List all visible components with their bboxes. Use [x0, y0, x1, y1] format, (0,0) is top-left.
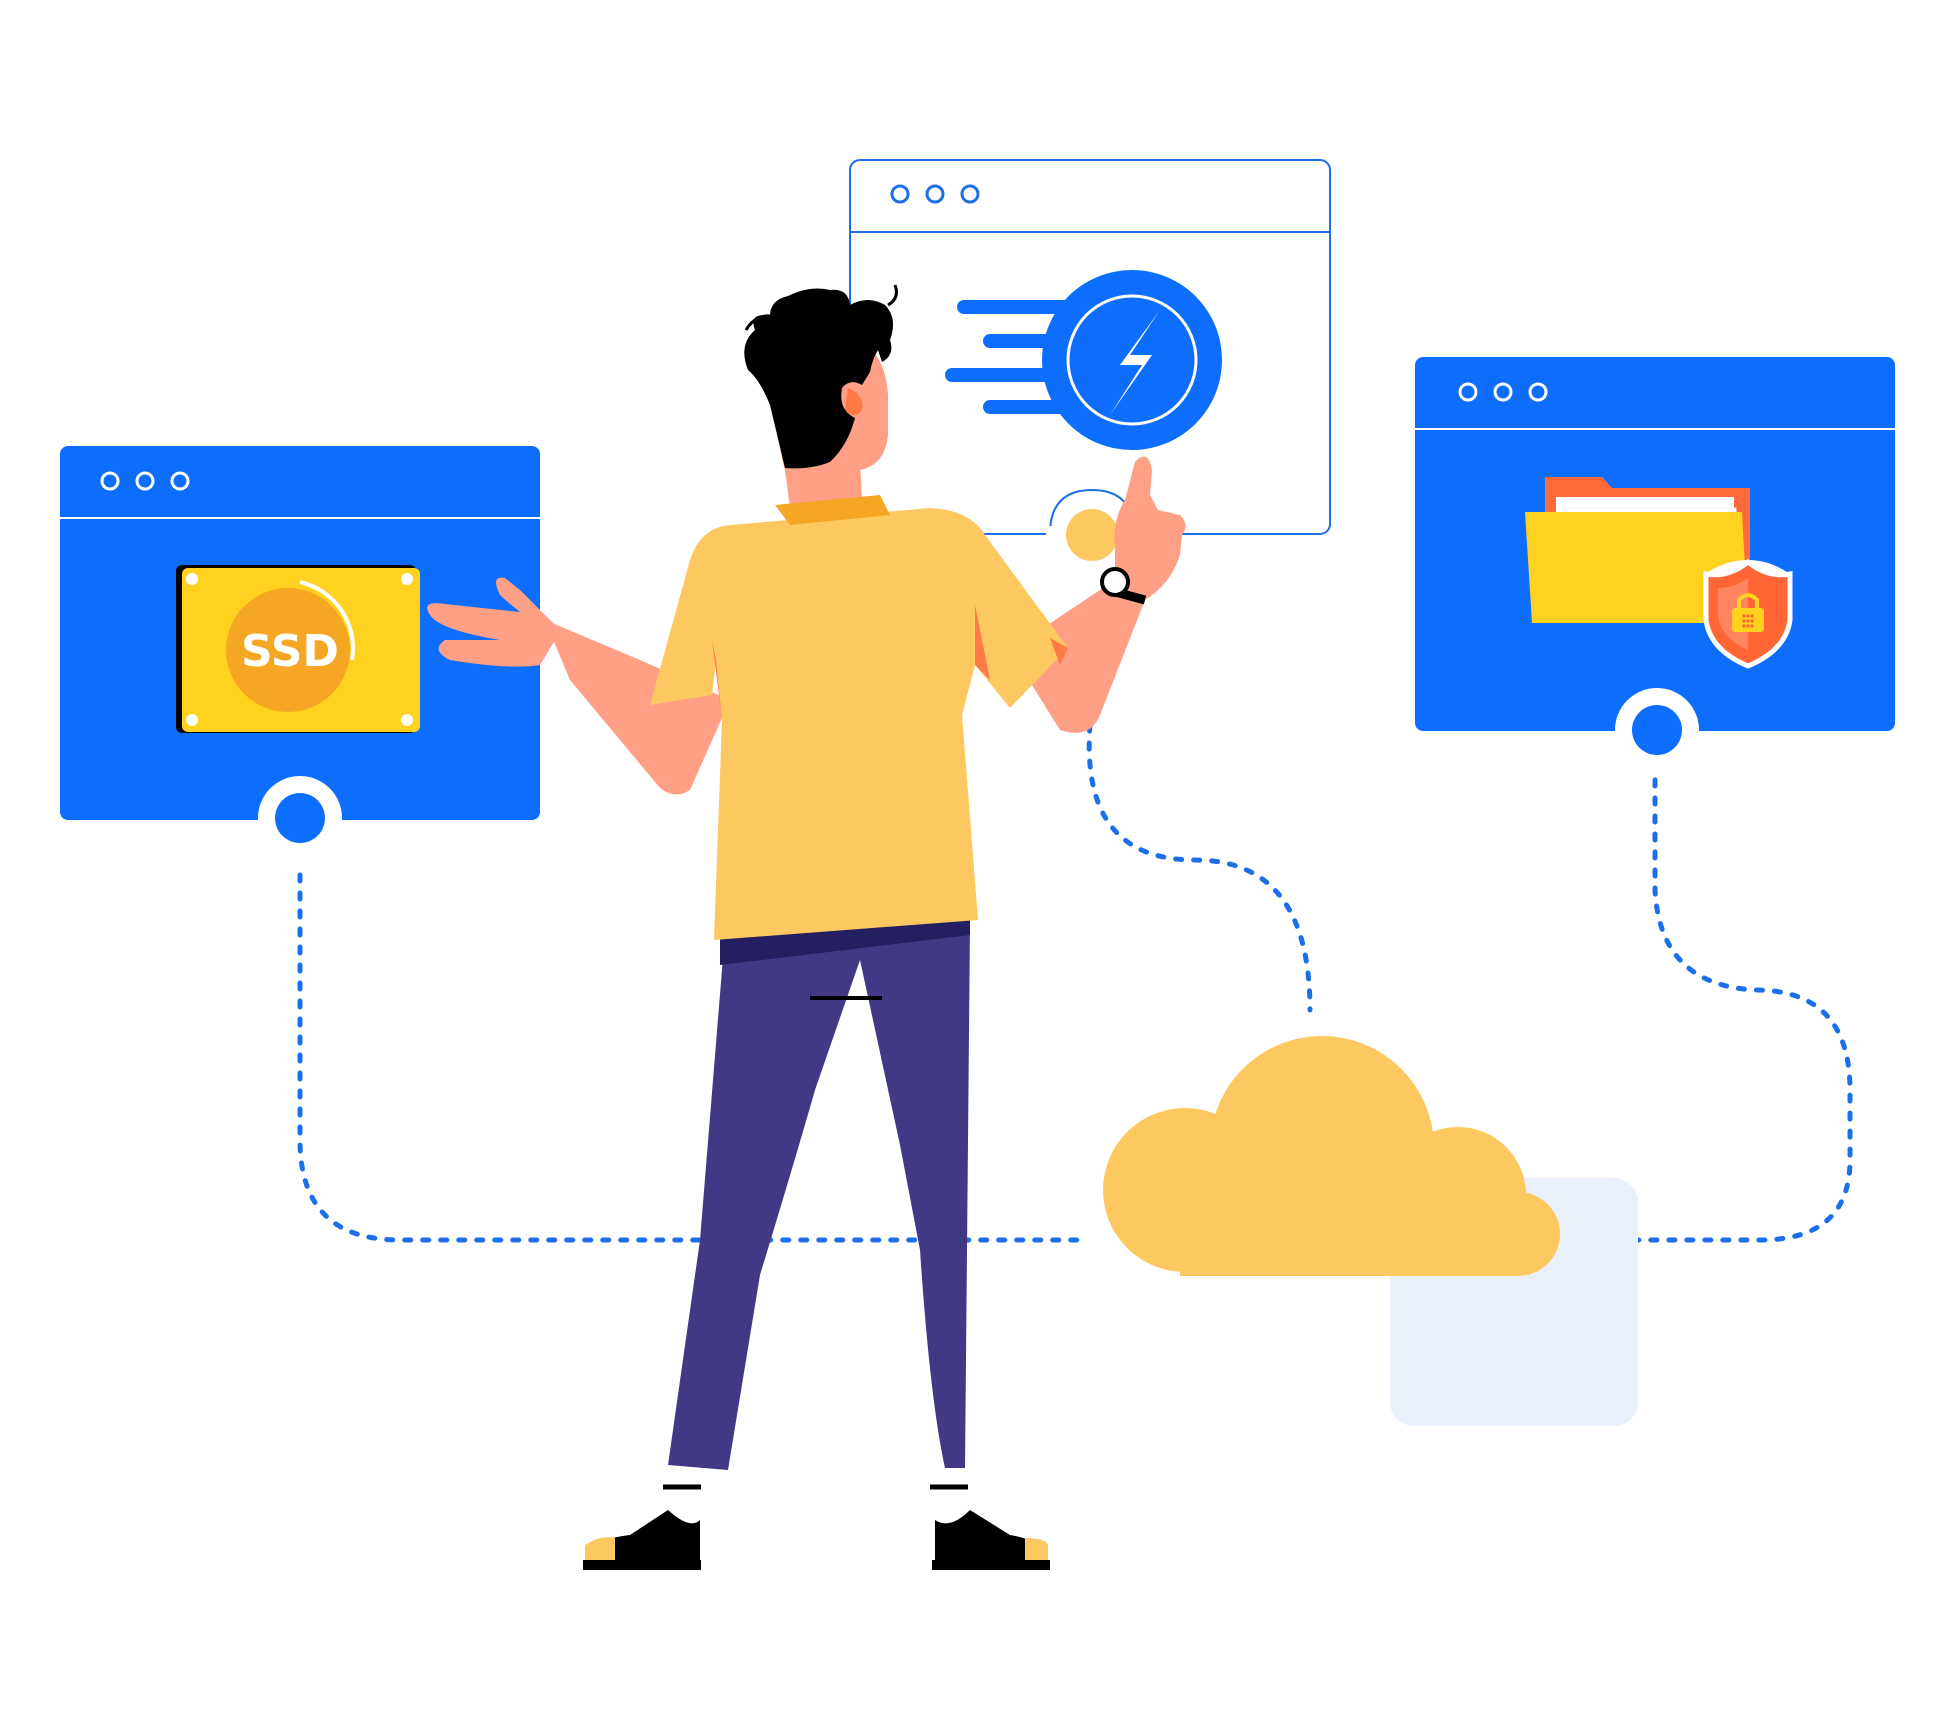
wristwatch-icon — [1100, 567, 1147, 605]
shield-lock-icon — [1703, 558, 1793, 669]
window-dot-icon[interactable] — [1493, 382, 1513, 402]
person-right-hand — [1114, 456, 1186, 600]
folder-window-controls[interactable] — [1458, 382, 1548, 402]
ssd-drive-icon: SSD — [176, 565, 420, 733]
ssd-connector-dot[interactable] — [275, 793, 325, 843]
ssd-window-controls[interactable] — [100, 471, 190, 491]
person-shirt — [650, 508, 1068, 940]
speed-window-controls[interactable] — [890, 184, 980, 204]
ssd-window: SSD — [60, 446, 540, 860]
window-dot-icon[interactable] — [960, 184, 980, 204]
connector-lines — [297, 722, 1853, 1243]
connector-browser-to-cloud — [1086, 722, 1313, 1013]
connector-folder-to-cloud — [1587, 777, 1853, 1243]
window-dot-icon[interactable] — [135, 471, 155, 491]
window-dot-icon[interactable] — [890, 184, 910, 204]
connector-ssd-to-cloud — [297, 872, 1088, 1243]
person-figure — [427, 284, 1186, 1570]
person-pants — [668, 925, 970, 1470]
person-left-hand — [427, 577, 555, 667]
person-right-arm — [1010, 580, 1145, 733]
cloud-icon — [1103, 1036, 1560, 1276]
window-dot-icon[interactable] — [170, 471, 190, 491]
lightning-bolt-icon[interactable] — [1042, 270, 1222, 450]
window-dot-icon[interactable] — [1458, 382, 1478, 402]
speed-action-button[interactable] — [1066, 509, 1118, 561]
person-left-arm — [545, 620, 730, 795]
window-dot-icon[interactable] — [100, 471, 120, 491]
ssd-badge-label: SSD — [241, 626, 339, 677]
folder-window — [1415, 357, 1895, 772]
speed-window — [849, 159, 1331, 561]
window-dot-icon[interactable] — [1528, 382, 1548, 402]
person-hair — [744, 288, 894, 469]
person-collar — [775, 495, 890, 525]
person-shoes — [583, 1510, 1050, 1570]
window-dot-icon[interactable] — [925, 184, 945, 204]
folder-connector-dot[interactable] — [1632, 705, 1682, 755]
